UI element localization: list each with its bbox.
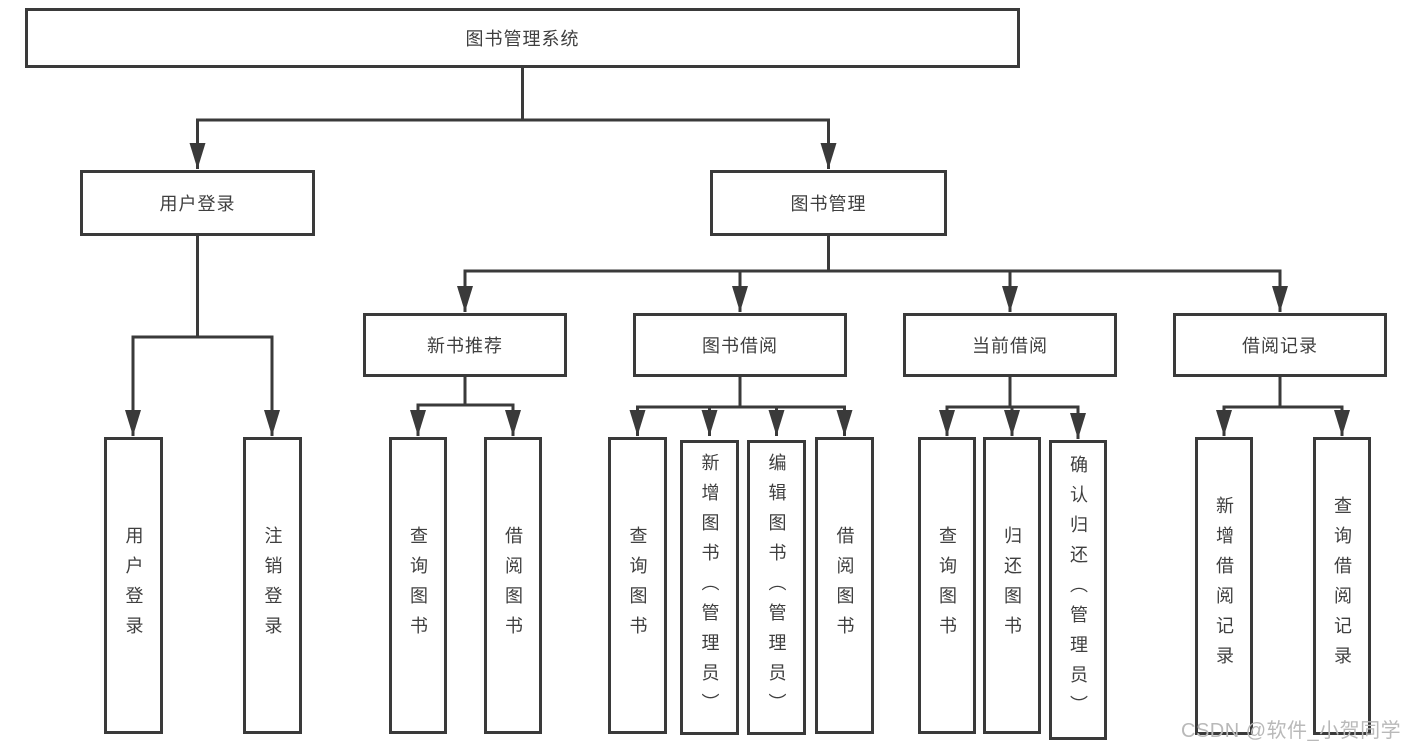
leaf-bb-query-books: 查询图书: [608, 437, 667, 734]
leaf-logout: 注销登录: [243, 437, 302, 734]
csdn-watermark: CSDN @软件_小贺同学: [1181, 720, 1402, 742]
node-root-label: 图书管理系统: [465, 29, 580, 49]
node-new-book-recommend: 新书推荐: [363, 313, 567, 377]
node-borrow-records-label: 借阅记录: [1242, 336, 1318, 356]
leaf-bb-add-books-admin: 新增图书（管理员）: [680, 440, 739, 735]
leaf-logout-label: 注销登录: [262, 525, 283, 646]
leaf-cb-return-books-label: 归还图书: [1002, 525, 1022, 646]
leaf-nbr-borrow-books-label: 借阅图书: [503, 525, 523, 646]
leaf-nbr-query-books: 查询图书: [389, 437, 447, 734]
leaf-nbr-borrow-books: 借阅图书: [484, 437, 542, 734]
node-user-login-label: 用户登录: [159, 194, 236, 214]
node-current-borrow-label: 当前借阅: [972, 336, 1048, 356]
node-new-book-recommend-label: 新书推荐: [427, 336, 503, 356]
node-borrow-records: 借阅记录: [1173, 313, 1387, 377]
leaf-br-query-record-label: 查询借阅记录: [1332, 496, 1352, 676]
leaf-cb-confirm-return-admin: 确认归还（管理员）: [1049, 440, 1107, 740]
node-book-management: 图书管理: [710, 170, 947, 236]
leaf-cb-query-books-label: 查询图书: [937, 525, 957, 646]
leaf-bb-add-books-admin-label: 新增图书（管理员）: [699, 452, 720, 723]
leaf-bb-edit-books-admin: 编辑图书（管理员）: [747, 440, 806, 735]
leaf-user-login: 用户登录: [104, 437, 163, 734]
node-user-login: 用户登录: [80, 170, 315, 236]
leaf-br-add-record: 新增借阅记录: [1195, 437, 1253, 735]
leaf-nbr-query-books-label: 查询图书: [408, 525, 428, 646]
leaf-bb-borrow-books: 借阅图书: [815, 437, 874, 734]
leaf-br-query-record: 查询借阅记录: [1313, 437, 1371, 735]
leaf-cb-return-books: 归还图书: [983, 437, 1041, 734]
leaf-bb-query-books-label: 查询图书: [627, 525, 648, 646]
leaf-cb-confirm-return-admin-label: 确认归还（管理员）: [1068, 455, 1088, 725]
node-book-borrow-label: 图书借阅: [702, 336, 778, 356]
node-root: 图书管理系统: [25, 8, 1020, 68]
leaf-user-login-label: 用户登录: [123, 525, 144, 646]
node-book-borrow: 图书借阅: [633, 313, 847, 377]
node-current-borrow: 当前借阅: [903, 313, 1117, 377]
leaf-br-add-record-label: 新增借阅记录: [1214, 496, 1234, 676]
leaf-bb-borrow-books-label: 借阅图书: [834, 525, 855, 646]
node-book-management-label: 图书管理: [790, 194, 867, 214]
leaf-cb-query-books: 查询图书: [918, 437, 976, 734]
leaf-bb-edit-books-admin-label: 编辑图书（管理员）: [766, 452, 787, 723]
